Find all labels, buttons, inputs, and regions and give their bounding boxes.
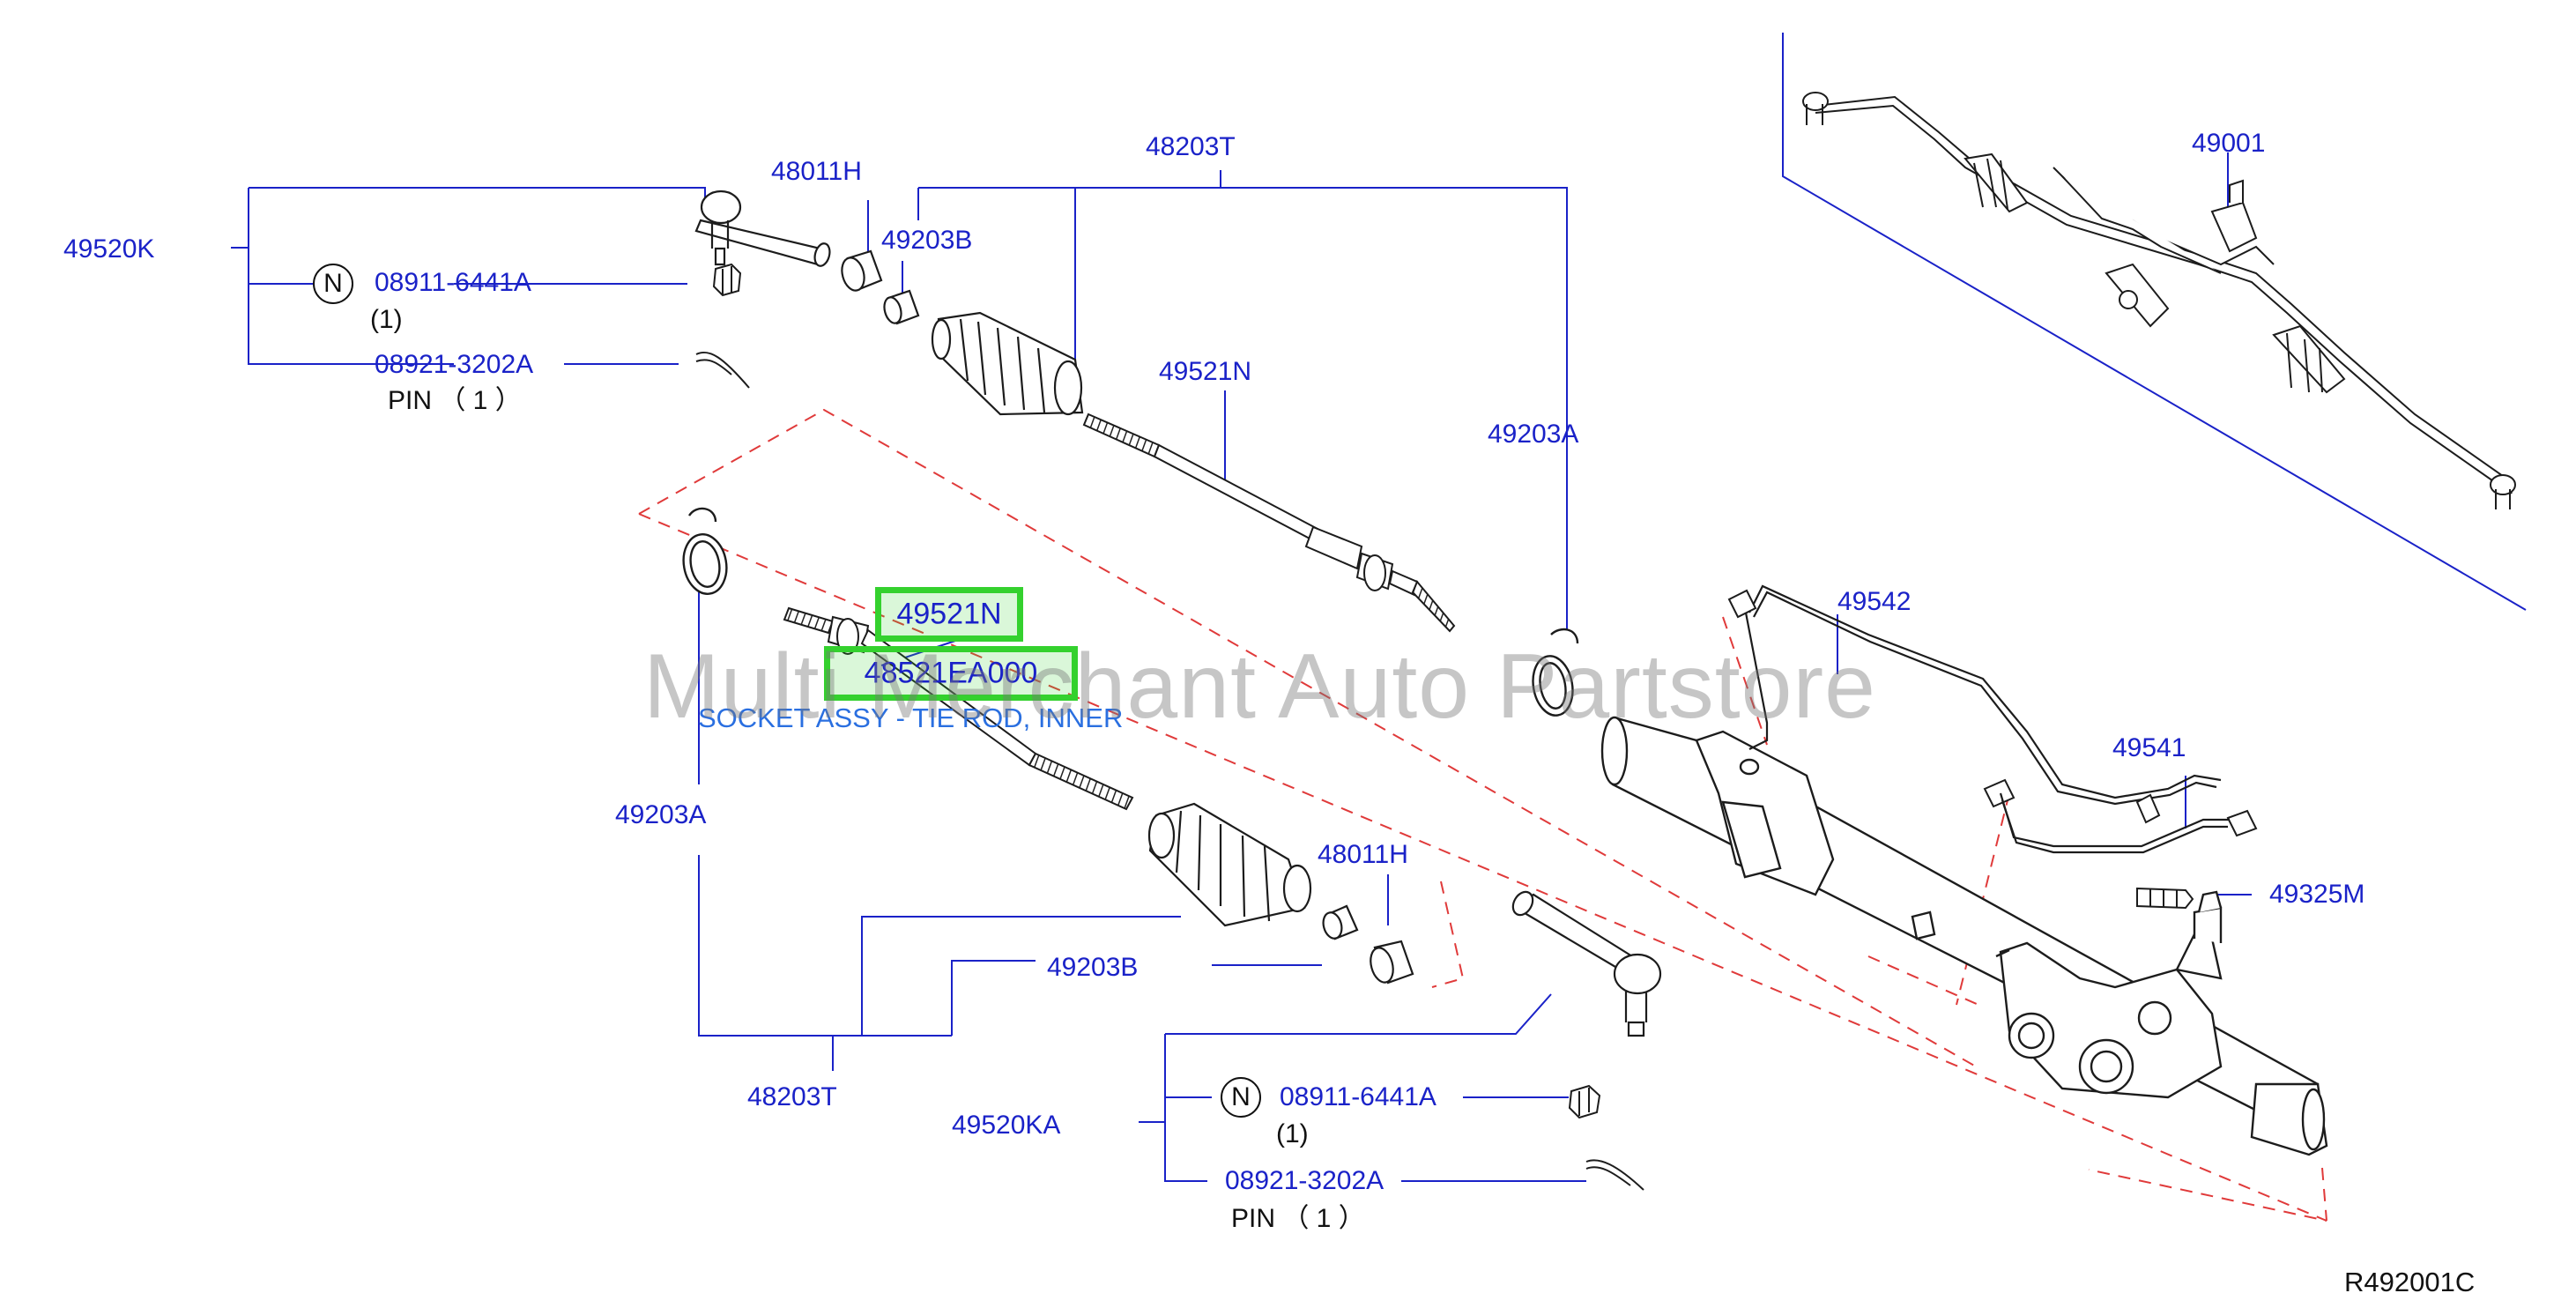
cotter-pin-lower [1585, 1159, 1644, 1191]
part-label-49203A-lower[interactable]: 49203A [615, 800, 707, 829]
part-label-48011H-upper[interactable]: 48011H [771, 157, 862, 186]
part-label-08921-3202A-upper[interactable]: 08921-3202A [375, 350, 534, 379]
highlight-description: SOCKET ASSY - TIE ROD, INNER [698, 702, 1124, 733]
part-label-49001[interactable]: 49001 [2192, 129, 2266, 158]
part-label-48011H-lower[interactable]: 48011H [1318, 840, 1408, 869]
part-label-48203T-upper[interactable]: 48203T [1146, 132, 1236, 161]
tie-rod-end-lower [1511, 890, 1662, 1037]
quantity-label-lower: (1) [1276, 1119, 1309, 1148]
highlight-oem-number-text: 48521EA000 [864, 656, 1038, 690]
boot-upper [931, 311, 1084, 416]
pin-label-upper: PIN （ 1 ） [388, 386, 522, 415]
union-fitting [2136, 887, 2194, 910]
clamp-small-upper [883, 289, 920, 325]
new-part-n-icon: N [1221, 1077, 1261, 1118]
quantity-label-upper: (1) [370, 305, 403, 334]
part-label-49521N-upper[interactable]: 49521N [1159, 357, 1252, 386]
cotter-pin-upper [695, 351, 750, 389]
part-label-49203A-upper[interactable]: 49203A [1488, 420, 1579, 449]
part-label-49520K[interactable]: 49520K [63, 234, 155, 264]
new-part-n-icon: N [313, 264, 353, 304]
watermark: Multi Merchant Auto Partstore [643, 635, 1876, 738]
gear-housing [1600, 716, 2328, 1156]
inner-tie-rod-upper [1082, 412, 1456, 633]
diagram-reference-code: R492001C [2344, 1267, 2476, 1297]
part-label-48203T-lower[interactable]: 48203T [747, 1082, 837, 1111]
part-label-08911-6441A-upper[interactable]: 08911-6441A [375, 268, 531, 297]
tube-fittings [1727, 589, 2258, 837]
inset-rack-assembly [1802, 92, 2516, 509]
leader-lines [231, 33, 2527, 1182]
part-label-49203B-upper[interactable]: 49203B [881, 226, 973, 255]
hydraulic-tube-long [1743, 584, 2222, 806]
part-label-08911-6441A-lower[interactable]: 08911-6441A [1280, 1082, 1436, 1111]
hydraulic-tube-short [1999, 792, 2230, 854]
boot-lower [1147, 802, 1312, 927]
pin-label-lower: PIN （ 1 ） [1231, 1204, 1365, 1233]
bushing-lower [1370, 940, 1414, 985]
part-label-49542[interactable]: 49542 [1837, 587, 1912, 616]
clamp-small-lower [1322, 904, 1359, 940]
nut-upper [712, 263, 742, 297]
part-label-08921-3202A-lower[interactable]: 08921-3202A [1225, 1166, 1385, 1195]
bushing-upper [841, 249, 883, 292]
part-label-49541[interactable]: 49541 [2112, 733, 2186, 762]
dashed-envelope [638, 408, 2327, 1222]
tie-rod-end-upper [694, 190, 831, 267]
part-label-49325M[interactable]: 49325M [2269, 880, 2365, 909]
part-label-49520KA[interactable]: 49520KA [952, 1111, 1061, 1140]
part-label-49203B-lower[interactable]: 49203B [1047, 953, 1139, 982]
highlight-oem-number[interactable]: 48521EA000 [824, 646, 1078, 701]
highlight-part-number-text: 49521N [896, 597, 1002, 631]
nut-lower [1568, 1084, 1601, 1119]
clamp-large-upper [1532, 628, 1579, 717]
clamp-large-lower [682, 507, 728, 595]
highlight-part-number[interactable]: 49521N [875, 587, 1023, 642]
